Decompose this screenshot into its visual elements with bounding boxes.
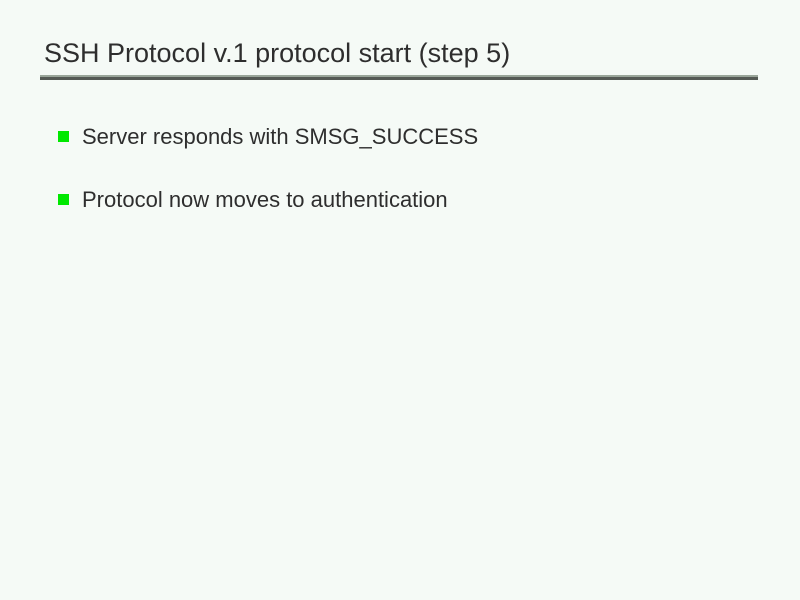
title-divider-highlight bbox=[40, 75, 758, 77]
list-item: Server responds with SMSG_SUCCESS bbox=[58, 122, 758, 152]
green-square-bullet-icon bbox=[58, 131, 69, 142]
title-divider-rule bbox=[40, 75, 758, 80]
list-item: Protocol now moves to authentication bbox=[58, 185, 758, 215]
green-square-bullet-icon bbox=[58, 194, 69, 205]
bullet-text: Protocol now moves to authentication bbox=[82, 187, 448, 212]
slide-title: SSH Protocol v.1 protocol start (step 5) bbox=[44, 38, 511, 68]
slide-bullet-list: Server responds with SMSG_SUCCESS Protoc… bbox=[58, 122, 758, 248]
bullet-text: Server responds with SMSG_SUCCESS bbox=[82, 124, 479, 149]
title-divider-shadow bbox=[40, 77, 758, 80]
